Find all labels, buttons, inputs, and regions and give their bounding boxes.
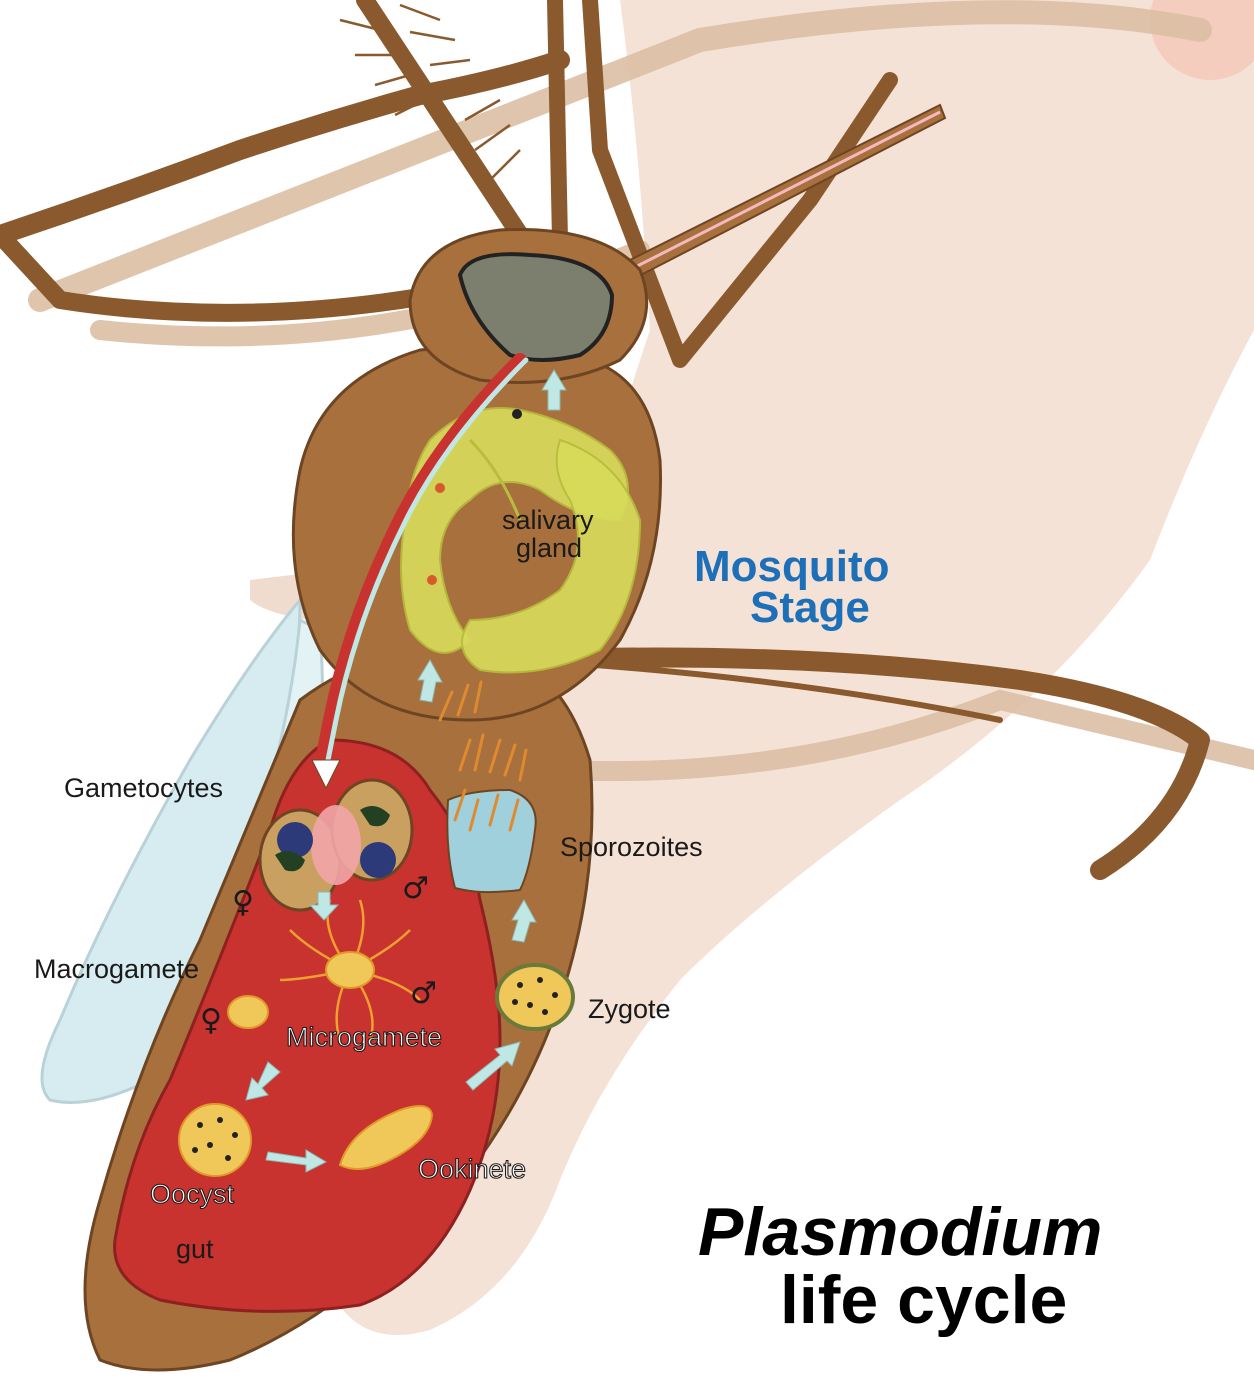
label-oocyst: Oocyst [150,1179,235,1209]
label-salivary-gland-line1: salivary [502,505,594,535]
female-symbol-gametocyte: ♀ [232,885,254,920]
zygote-cell [497,965,573,1029]
macrogamete-cell [228,996,268,1028]
male-symbol-gametocyte: ♂ [402,871,429,906]
stage-label-line2: Stage [750,583,870,632]
label-sporozoites: Sporozoites [560,832,703,862]
label-ookinete: Ookinete [418,1154,526,1184]
oocyst-cell [179,1104,251,1176]
label-gut: gut [176,1234,214,1264]
title-line1: Plasmodium [698,1194,1102,1270]
label-salivary-gland-line2: gland [516,533,582,563]
label-gametocytes: Gametocytes [64,773,223,803]
label-macrogamete: Macrogamete [34,954,199,984]
label-microgamete: Microgamete [286,1022,442,1052]
male-symbol-microgamete: ♂ [410,976,437,1011]
title-line2: life cycle [780,1262,1067,1338]
female-symbol-macrogamete: ♀ [200,1003,222,1038]
label-zygote: Zygote [588,994,671,1024]
